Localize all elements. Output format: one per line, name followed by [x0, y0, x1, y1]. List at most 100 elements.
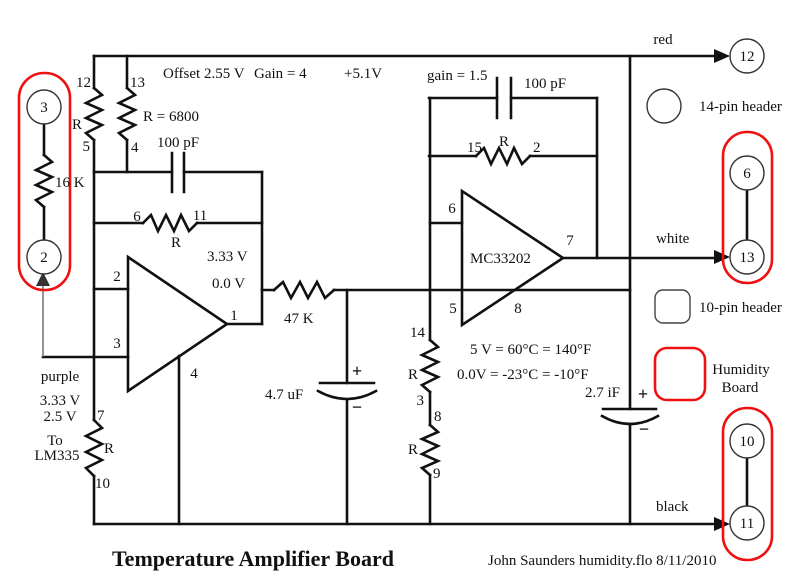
pin-circle-3	[26, 89, 62, 125]
pin-circle-11	[729, 505, 765, 541]
pin-label-2b: 2	[533, 140, 541, 156]
pin-label-3b: 3	[417, 393, 425, 409]
pin-circle-13	[729, 239, 765, 275]
label-r-div2: R	[408, 442, 418, 458]
label-r-div1: R	[408, 367, 418, 383]
label-supply: +5.1V	[344, 66, 382, 82]
pin-label-8b: 8	[434, 409, 442, 425]
resistor-16k	[32, 153, 56, 209]
pin-circle-6-label: 6	[743, 166, 751, 182]
pin-label-8a: 8	[514, 301, 522, 317]
pin-label-12: 12	[76, 75, 91, 91]
pin-circle-12-label: 12	[740, 49, 755, 65]
label-r-feedback1: R	[171, 235, 181, 251]
pin-circle-10-label: 10	[740, 434, 755, 450]
label-47k: 47 K	[284, 311, 314, 327]
pin-circle-13-label: 13	[740, 250, 755, 266]
resistor-offset-left	[82, 86, 106, 142]
pin-label-14: 14	[410, 325, 426, 341]
credit-text: John Saunders humidity.flo 8/11/2010	[488, 553, 716, 569]
label-humidity-line1: Humidity	[712, 362, 770, 378]
label-white-wire: white	[656, 231, 690, 247]
label-16k: 16 K	[55, 175, 85, 191]
label-cap1-plus: +	[352, 361, 362, 381]
arrow-to-pin12-icon	[714, 49, 730, 63]
pin-label-5b: 5	[449, 301, 457, 317]
label-cap1-minus: −	[352, 397, 362, 417]
capacitor-100pf-right	[495, 76, 513, 120]
capacitor-4.7uf-plate-neg	[316, 389, 378, 401]
pin-label-15: 15	[467, 140, 482, 156]
label-r-bottom: R	[104, 441, 114, 457]
label-v-hi-stage1: 3.33 V	[207, 249, 248, 265]
label-black-wire: black	[656, 499, 689, 515]
resistor-47k	[272, 279, 336, 301]
capacitor-2.7if-plate-neg	[600, 414, 660, 426]
label-2.7if: 2.7 iF	[585, 385, 620, 401]
label-gain-stage1: Gain = 4	[254, 66, 307, 82]
legend-14pin-symbol	[646, 88, 682, 124]
pin-circle-2	[26, 239, 62, 275]
pin-circle-12	[729, 38, 765, 74]
pin-label-5: 5	[83, 139, 91, 155]
resistor-divider1	[418, 338, 442, 394]
label-scale-hi: 5 V = 60°C = 140°F	[470, 342, 591, 358]
label-r-6800: R = 6800	[143, 109, 199, 125]
capacitor-100pf-left	[170, 151, 186, 194]
label-v-lo-stage1: 0.0 V	[212, 276, 245, 292]
pin-label-10a: 10	[95, 476, 110, 492]
resistor-feedback1	[141, 211, 199, 235]
label-red-wire: red	[653, 32, 673, 48]
pin-circle-2-label: 2	[40, 250, 48, 266]
red-oval-lm335-connector	[17, 71, 72, 292]
pin-label-2a: 2	[113, 269, 121, 285]
resistor-divider2	[418, 423, 442, 477]
resistor-feedback2	[474, 144, 532, 168]
pin-circle-6	[729, 155, 765, 191]
opamp1-triangle	[126, 254, 230, 394]
label-to: To	[47, 433, 63, 449]
pin-label-6a: 6	[133, 209, 141, 225]
label-r-offset-left: R	[72, 117, 82, 133]
label-cap2-minus: −	[639, 419, 649, 439]
label-gain-stage2: gain = 1.5	[427, 68, 488, 84]
components-group	[32, 49, 730, 531]
label-offset: Offset 2.55 V	[163, 66, 245, 82]
wires-group	[41, 54, 718, 526]
pin-circles-group	[26, 38, 765, 541]
resistor-lm335-bias	[83, 418, 105, 478]
page-title: Temperature Amplifier Board	[112, 546, 394, 571]
legend-10pin-symbol	[654, 289, 691, 324]
label-r-feedback2: R	[499, 134, 509, 150]
labels-group: Offset 2.55 V Gain = 4 +5.1V gain = 1.5 …	[35, 32, 782, 571]
label-10pin-header: 10-pin header	[699, 300, 782, 316]
red-oval-black-connector	[721, 406, 774, 562]
pin-label-4b: 4	[190, 366, 198, 382]
highlight-group	[17, 71, 774, 562]
resistor-offset-right	[115, 86, 139, 142]
label-4.7uf: 4.7 uF	[265, 387, 303, 403]
pin-label-3a: 3	[113, 336, 121, 352]
arrow-purple-up-icon	[36, 272, 50, 286]
label-mc33202: MC33202	[470, 251, 531, 267]
pin-label-9: 9	[433, 466, 441, 482]
red-oval-white-connector	[721, 130, 774, 285]
pin-circle-3-label: 3	[40, 100, 48, 116]
pin-circle-11-label: 11	[740, 516, 754, 532]
pin-label-6b: 6	[448, 201, 456, 217]
label-purple: purple	[41, 369, 80, 385]
opamp2-triangle	[460, 188, 566, 328]
pin-label-7: 7	[97, 408, 105, 424]
pin-label-7b: 7	[566, 233, 574, 249]
label-14pin-header: 14-pin header	[699, 99, 782, 115]
label-lm335: LM335	[35, 448, 80, 464]
label-humidity-line2: Board	[722, 380, 759, 396]
label-100pf-left: 100 pF	[157, 135, 199, 151]
label-scale-lo: 0.0V = -23°C = -10°F	[457, 367, 589, 383]
pin-circle-10	[729, 423, 765, 459]
label-sensor-v1: 3.33 V	[40, 393, 81, 409]
humidity-board-symbol	[653, 346, 707, 402]
pin-label-4a: 4	[131, 140, 139, 156]
